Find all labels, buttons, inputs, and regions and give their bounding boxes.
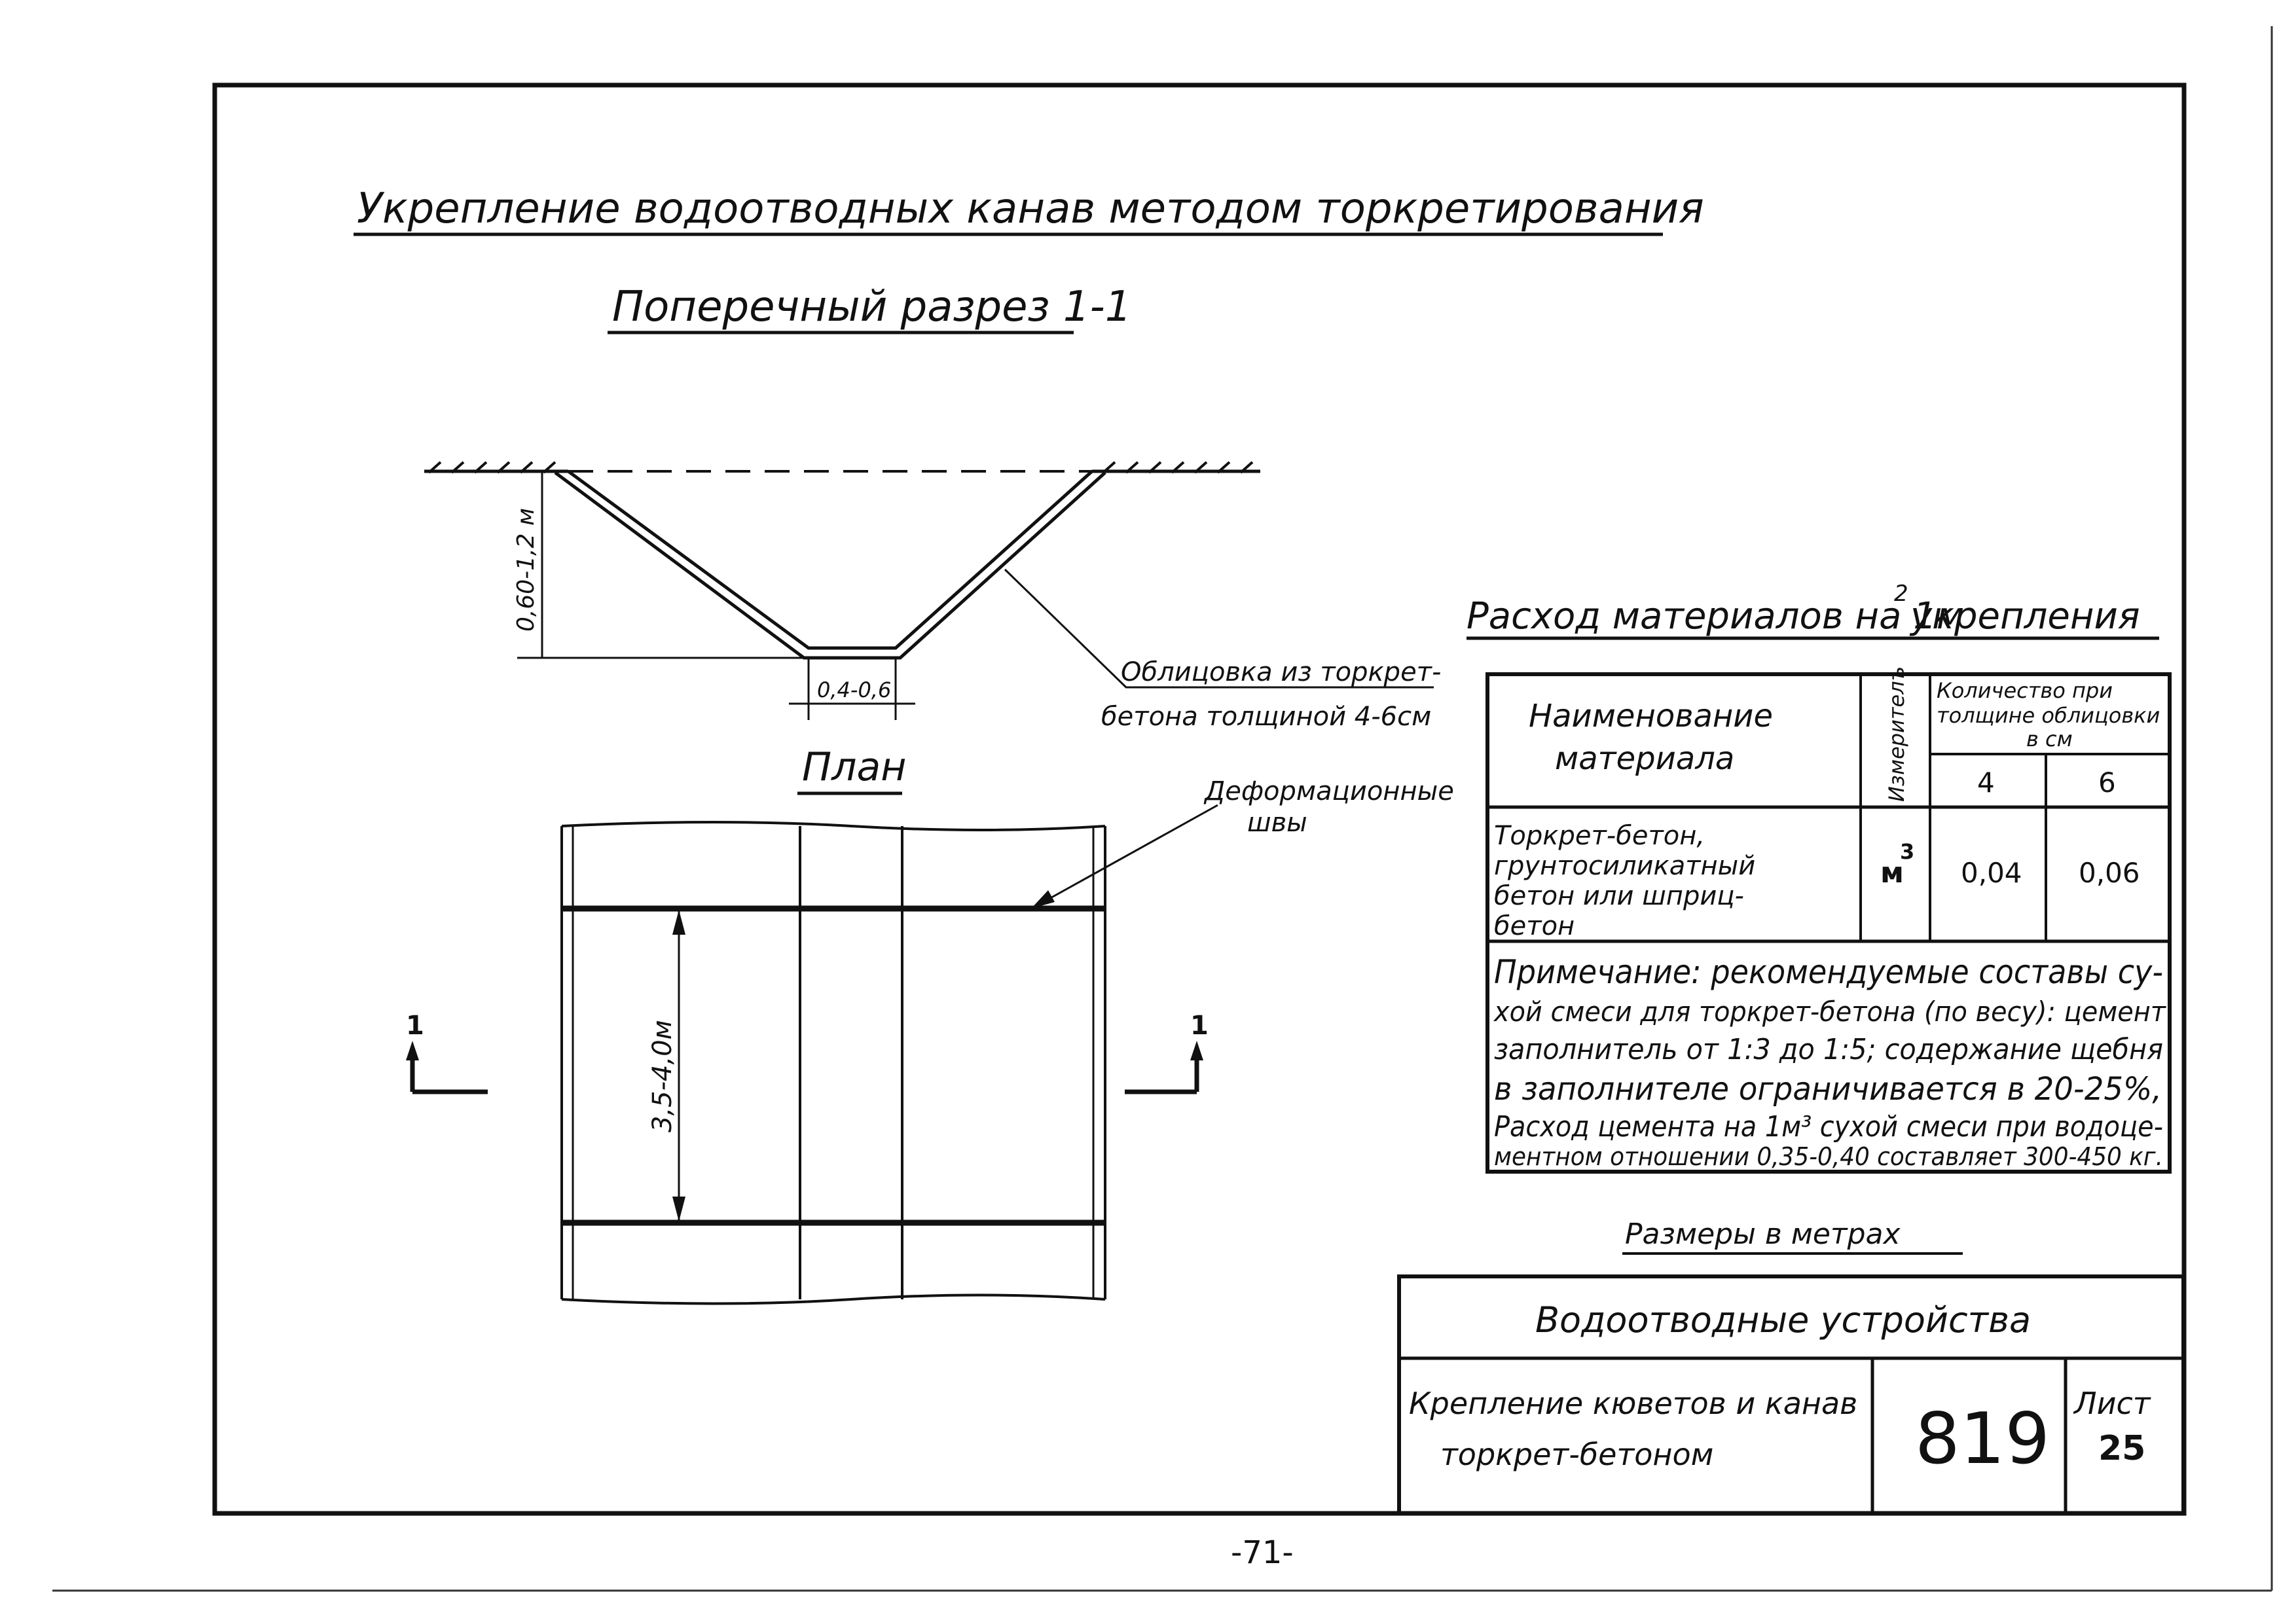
header-unit: Измерителъ — [1884, 666, 1909, 802]
row-value-4: 0,04 — [1961, 857, 2022, 889]
header-qty-line1: Количество при — [1937, 678, 2113, 703]
cut-mark-right-label: 1 — [1190, 1011, 1209, 1041]
soil-hatch-right — [1102, 461, 1254, 474]
lining-note-line1: Облицовка из торкрет- — [1121, 657, 1441, 687]
drawing-title: Укрепление водоотводных канав методом то… — [357, 185, 1704, 233]
lining-note-line2: бетона толщиной 4-6см — [1101, 702, 1431, 732]
title-block-name-line2: торкрет-бетоном — [1440, 1437, 1713, 1472]
materials-title-prefix: Расход материалов на 1м — [1467, 595, 1964, 638]
title-block-category: Водоотводные устройства — [1535, 1299, 2031, 1341]
spacing-label: 3,5-4,0м — [647, 1020, 678, 1132]
spacing-arrow-bottom — [672, 1197, 685, 1221]
title-block — [1397, 1274, 2185, 1515]
title-block-name-line1: Крепление кюветов и канав — [1409, 1386, 1857, 1421]
note-line-6: ментном отношении 0,35-0,40 составляет 3… — [1494, 1142, 2163, 1171]
note-line-5: Расход цемента на 1м³ сухой смеси при во… — [1494, 1110, 2163, 1144]
note-line-1: Примечание: рекомендуемые составы су- — [1494, 953, 2163, 991]
row-name-line2: грунтосиликатный — [1494, 851, 1755, 881]
cross-section-drawing — [424, 461, 1434, 720]
materials-table — [1485, 672, 2172, 1174]
row-name-line3: бетон или шприц- — [1494, 881, 1744, 911]
row-unit-base: м — [1880, 856, 1904, 890]
cut-arrow-right — [1190, 1041, 1203, 1060]
materials-title-exp: 2 — [1894, 581, 1908, 607]
ditch-profile-inner — [567, 469, 1093, 650]
header-col-6: 6 — [2098, 767, 2116, 799]
title-block-sheet-number: 25 — [2098, 1429, 2145, 1468]
row-unit-exp: 3 — [1900, 839, 1914, 864]
header-col-4: 4 — [1977, 767, 1995, 799]
header-qty-line2: толщине облицовки — [1937, 703, 2160, 728]
plan-top-edge — [561, 821, 1106, 831]
title-block-sheet-label: Лист — [2073, 1386, 2151, 1421]
depth-label: 0,60-1,2 м — [513, 508, 539, 632]
note-line-3: заполнитель от 1:3 до 1:5; содержание ще… — [1494, 1033, 2163, 1066]
section-title: Поперечный разрез 1-1 — [612, 283, 1131, 331]
cut-arrow-left — [406, 1041, 419, 1060]
dimensions-note: Размеры в метрах — [1625, 1218, 1901, 1251]
title-block-border — [1397, 1274, 2185, 1515]
lining-leader — [1004, 568, 1434, 689]
note-line-2: хой смеси для торкрет-бетона (по весу): … — [1493, 996, 2166, 1028]
plan-title: План — [802, 744, 906, 790]
svg-text:Расход материалов на 1м: Расход материалов на 1м — [1467, 595, 1964, 638]
row-name-line4: бетон — [1494, 911, 1575, 941]
soil-hatch-left — [428, 461, 556, 474]
joint-leader — [1040, 804, 1218, 905]
title-block-number: 819 — [1915, 1398, 2050, 1480]
plan-drawing — [406, 804, 1218, 1305]
header-name-line1: Наименование — [1529, 698, 1773, 734]
materials-title: Расход материалов на 1м 2 укрепления — [1467, 581, 2159, 640]
spacing-arrow-top — [672, 910, 685, 935]
note-line-4: в заполнителе ограничивается в 20-25%, — [1494, 1071, 2162, 1108]
drawing-frame — [212, 82, 2187, 1516]
header-qty-line3: в см — [2026, 727, 2073, 751]
table-outer-border — [1485, 672, 2172, 1174]
cut-mark-left-label: 1 — [406, 1011, 424, 1041]
joints-label-line1: Деформационные — [1203, 776, 1454, 806]
joints-label-line2: швы — [1247, 808, 1307, 838]
header-name-line2: материала — [1555, 740, 1734, 777]
page-number: -71- — [1231, 1534, 1294, 1571]
bottom-width-label: 0,4-0,6 — [817, 677, 891, 702]
row-value-6: 0,06 — [2079, 857, 2140, 889]
row-name-line1: Торкрет-бетон, — [1494, 821, 1705, 851]
materials-title-suffix: укрепления — [1909, 595, 2140, 638]
ditch-profile-outer — [554, 471, 1106, 660]
joint-leader-arrow — [1031, 890, 1055, 909]
plan-bottom-edge — [561, 1293, 1106, 1305]
